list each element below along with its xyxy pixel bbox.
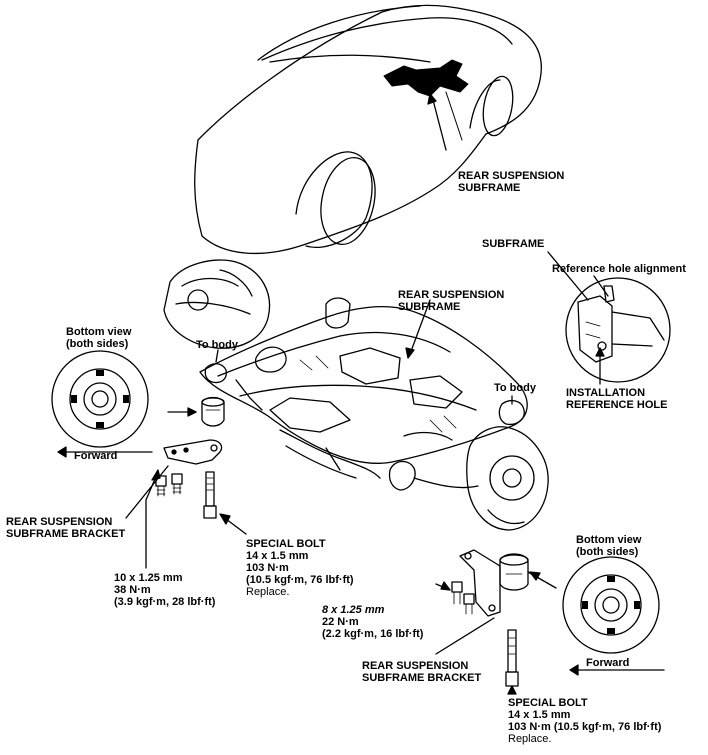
label-forward-left: Forward bbox=[74, 450, 117, 462]
label-line: 14 x 1.5 mm bbox=[246, 550, 309, 562]
label-line: (both sides) bbox=[66, 338, 129, 350]
label-line: 10 x 1.25 mm bbox=[114, 572, 183, 584]
leader-bracket-left bbox=[125, 465, 169, 519]
label-line: SPECIAL BOLT bbox=[508, 697, 588, 709]
label-line: Replace. bbox=[508, 733, 552, 745]
label-line: REAR SUSPENSION bbox=[6, 516, 113, 528]
label-line: Bottom view bbox=[66, 326, 132, 338]
label-line: Forward bbox=[586, 657, 630, 669]
label-to-body-right: To body bbox=[494, 382, 536, 394]
label-line: REAR SUSPENSION bbox=[398, 289, 505, 301]
label-line: Reference hole alignment bbox=[552, 263, 686, 275]
leader-subframe-inset bbox=[547, 251, 589, 301]
label-special-bolt-mid: SPECIAL BOLT 14 x 1.5 mm 103 N·m (10.5 k… bbox=[246, 538, 354, 598]
label-line: 103 N·m bbox=[246, 562, 289, 574]
label-line: Bottom view bbox=[576, 534, 642, 546]
label-rear-suspension-subframe: REAR SUSPENSION SUBFRAME bbox=[398, 289, 504, 313]
label-bracket-left: REAR SUSPENSION SUBFRAME BRACKET bbox=[6, 516, 125, 540]
car-outline bbox=[194, 4, 542, 254]
label-line: 103 N·m (10.5 kgf·m, 76 lbf·ft) bbox=[508, 721, 662, 733]
right-bracket bbox=[459, 549, 501, 617]
label-line: SUBFRAME BRACKET bbox=[6, 528, 126, 540]
leader-car-subframe bbox=[431, 95, 447, 151]
right-bolts bbox=[451, 581, 519, 687]
label-line: 38 N·m bbox=[114, 584, 151, 596]
label-line: SUBFRAME BRACKET bbox=[362, 672, 482, 684]
label-bottom-view-right: Bottom view (both sides) bbox=[576, 534, 641, 558]
label-line: REAR SUSPENSION bbox=[458, 170, 565, 182]
leader-ref-alignment bbox=[593, 275, 609, 297]
label-bolt-10: 10 x 1.25 mm 38 N·m (3.9 kgf·m, 28 lbf·f… bbox=[114, 572, 215, 608]
label-line: SUBFRAME bbox=[482, 238, 545, 250]
label-car-subframe: REAR SUSPENSION SUBFRAME bbox=[458, 170, 564, 194]
label-line: REAR SUSPENSION bbox=[362, 660, 469, 672]
label-special-bolt-bottom: SPECIAL BOLT 14 x 1.5 mm 103 N·m (10.5 k… bbox=[508, 697, 661, 745]
leader-bolt-10 bbox=[145, 471, 159, 569]
leader-bracket-right bbox=[435, 617, 495, 655]
label-line: SUBFRAME bbox=[458, 182, 521, 194]
label-line: To body bbox=[494, 382, 536, 394]
label-line: 8 x 1.25 mm bbox=[322, 604, 385, 616]
label-line: 14 x 1.5 mm bbox=[508, 709, 571, 721]
label-line: 22 N·m bbox=[322, 616, 359, 628]
label-line: (both sides) bbox=[576, 546, 639, 558]
label-line: (3.9 kgf·m, 28 lbf·ft) bbox=[114, 596, 216, 608]
label-bracket-right: REAR SUSPENSION SUBFRAME BRACKET bbox=[362, 660, 481, 684]
leader-to-body-left bbox=[215, 349, 219, 363]
label-line: INSTALLATION bbox=[566, 387, 646, 399]
label-bottom-view-left: Bottom view (both sides) bbox=[66, 326, 131, 350]
left-bolts bbox=[155, 471, 217, 519]
right-cushion bbox=[499, 553, 529, 591]
label-line: To body bbox=[196, 339, 238, 351]
forward-arrow-left bbox=[57, 446, 153, 458]
right-bottom-view bbox=[562, 556, 660, 654]
label-forward-right: Forward bbox=[586, 657, 629, 669]
leader-center-subframe bbox=[409, 299, 431, 355]
subframe-assembly bbox=[163, 259, 549, 531]
label-ref-hole-alignment: Reference hole alignment bbox=[552, 263, 686, 275]
label-line: REFERENCE HOLE bbox=[566, 399, 668, 411]
label-to-body-left: To body bbox=[196, 339, 238, 351]
label-line: Forward bbox=[74, 450, 118, 462]
forward-arrow-right bbox=[569, 664, 665, 676]
label-subframe: SUBFRAME bbox=[482, 238, 544, 250]
left-cushion bbox=[201, 396, 225, 427]
label-bolt-8: 8 x 1.25 mm 22 N·m (2.2 kgf·m, 16 lbf·ft… bbox=[322, 604, 423, 640]
arrow-left-cushion bbox=[187, 407, 197, 417]
label-line: (10.5 kgf·m, 76 lbf·ft) bbox=[246, 574, 354, 586]
left-bracket bbox=[163, 439, 223, 465]
label-installation-reference-hole: INSTALLATION REFERENCE HOLE bbox=[566, 387, 667, 411]
left-bottom-view bbox=[51, 350, 149, 448]
reference-hole-inset bbox=[565, 277, 671, 383]
label-line: (2.2 kgf·m, 16 lbf·ft) bbox=[322, 628, 424, 640]
label-line: SPECIAL BOLT bbox=[246, 538, 326, 550]
label-line: Replace. bbox=[246, 586, 290, 598]
label-line: SUBFRAME bbox=[398, 301, 461, 313]
